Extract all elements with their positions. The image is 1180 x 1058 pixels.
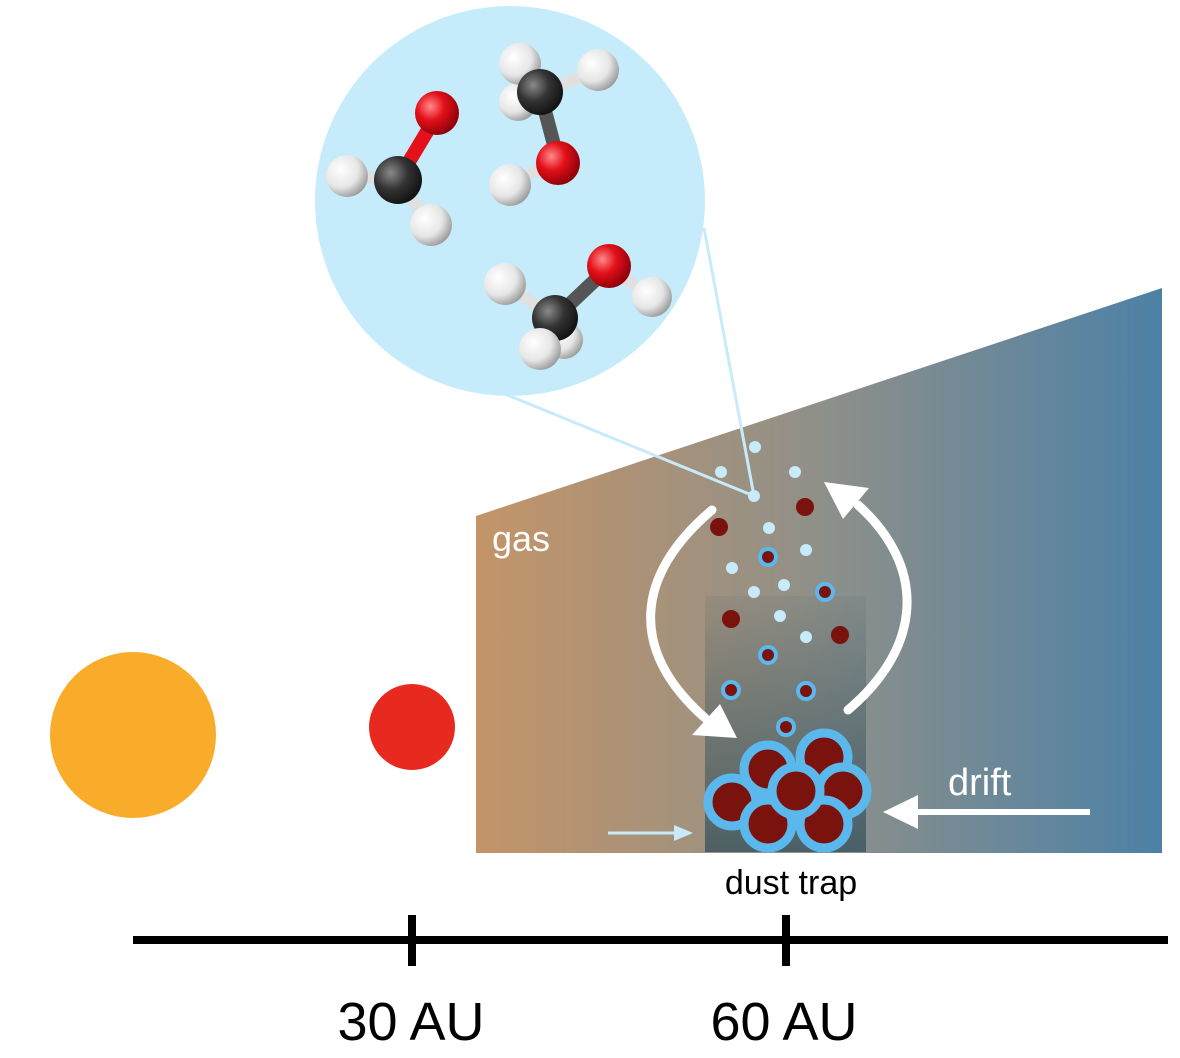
hydrogen-atom xyxy=(410,204,452,246)
ice-dot xyxy=(748,586,760,598)
gas-label: gas xyxy=(492,518,550,559)
formaldehyde-molecule xyxy=(326,91,459,246)
carbon-atom xyxy=(517,69,563,115)
tick-label-30-au: 30 AU xyxy=(337,992,484,1052)
methanol-molecule-top xyxy=(489,43,619,206)
gas-region xyxy=(476,288,1162,853)
dust-trap-label: dust trap xyxy=(725,864,857,902)
methanol-molecule-bottom xyxy=(484,244,672,370)
dust-grains xyxy=(710,498,849,644)
dust-grain xyxy=(831,626,849,644)
zoom-connector-line xyxy=(702,227,756,497)
tick-label-60-au: 60 AU xyxy=(710,992,857,1052)
drift-label: drift xyxy=(948,762,1012,804)
ice-coated-grain xyxy=(721,680,741,700)
dust-grain xyxy=(722,610,740,628)
dust-grain xyxy=(710,518,728,536)
oxygen-atom xyxy=(536,141,580,185)
hydrogen-atom xyxy=(632,277,672,317)
oxygen-atom xyxy=(587,244,631,288)
oxygen-atom xyxy=(415,91,459,135)
zoom-connector-line xyxy=(499,390,755,498)
ice-coated-grain xyxy=(815,582,835,602)
inner-drift-arrowhead xyxy=(674,825,693,841)
ice-coated-grain xyxy=(758,547,778,567)
star xyxy=(50,652,216,818)
ice-dot xyxy=(800,544,812,556)
trapped-large-grains xyxy=(703,728,872,853)
ice-dot xyxy=(789,466,801,478)
ice-dot xyxy=(726,562,738,574)
hydrogen-atom xyxy=(326,155,368,197)
upward-arrowhead xyxy=(824,482,869,519)
ice-coated-grain xyxy=(758,645,778,665)
ice-dot xyxy=(774,610,786,622)
downward-arrowhead xyxy=(692,704,737,738)
ice-molecule-dots xyxy=(715,441,812,643)
drift-arrowhead xyxy=(883,795,918,829)
ice-dot xyxy=(749,441,761,453)
ice-dot xyxy=(763,522,775,534)
ice-coated-grain xyxy=(796,681,816,701)
large-grain xyxy=(767,762,825,820)
carbon-atom xyxy=(374,156,422,204)
ice-dot xyxy=(778,579,790,591)
dust-grain xyxy=(796,498,814,516)
hydrogen-atom xyxy=(489,164,531,206)
downward-circulation-arrow xyxy=(646,505,717,723)
upward-circulation-arrow xyxy=(843,500,912,715)
hydrogen-atom xyxy=(577,49,619,91)
ice-dot xyxy=(715,466,727,478)
planet xyxy=(369,684,455,770)
ice-dot xyxy=(748,490,760,502)
ice-coated-grain xyxy=(776,717,796,737)
ice-dot xyxy=(800,631,812,643)
hydrogen-atom xyxy=(484,263,526,305)
hydrogen-atom xyxy=(519,328,561,370)
ice-coated-grains xyxy=(721,547,835,737)
